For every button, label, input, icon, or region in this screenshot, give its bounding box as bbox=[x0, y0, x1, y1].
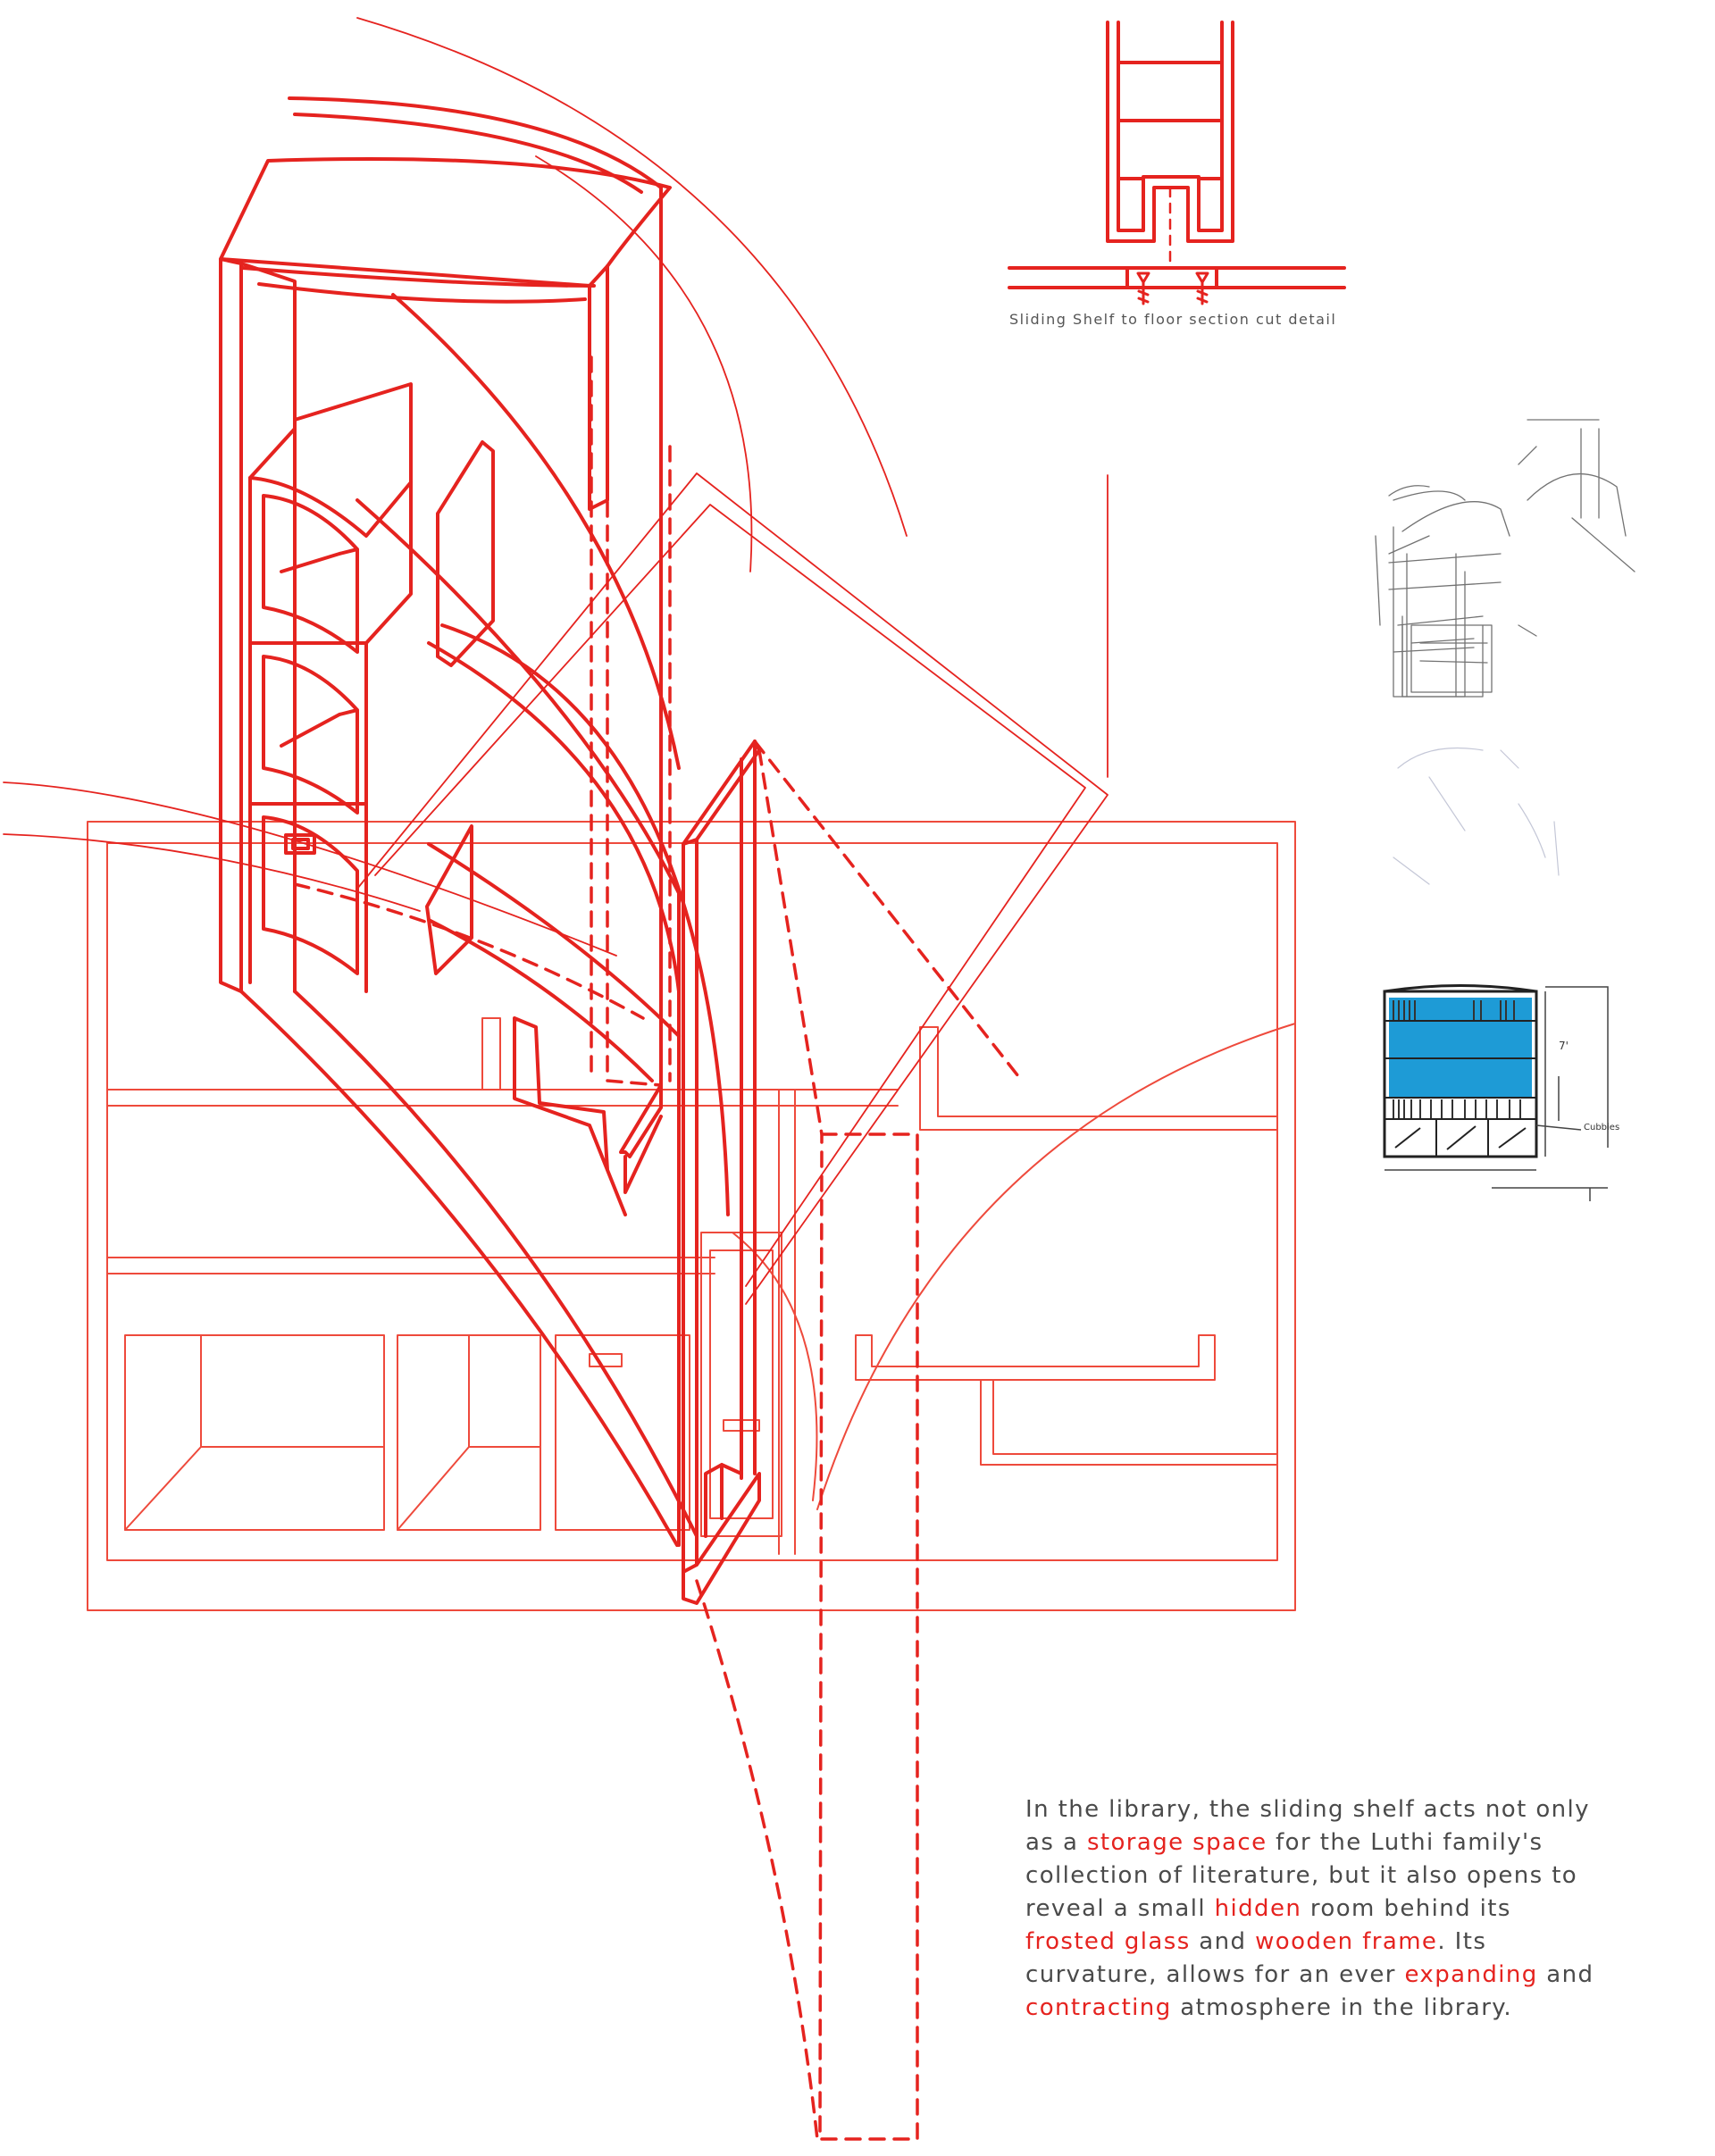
lower-plank-edge bbox=[513, 1016, 627, 1216]
sketch-height-label: 7' bbox=[1559, 1040, 1569, 1052]
cubby-top bbox=[248, 476, 413, 538]
pencil-sketch-upper bbox=[1375, 419, 1636, 698]
description-text: and bbox=[1537, 1961, 1594, 1988]
vertical-divider-1 bbox=[778, 1089, 796, 1555]
section-screws bbox=[1136, 272, 1209, 305]
section-detail-caption: Sliding Shelf to floor section cut detai… bbox=[1009, 311, 1337, 328]
sketch-books bbox=[1393, 1000, 1521, 1118]
glass-panel-right bbox=[740, 740, 757, 1480]
cubby-2 bbox=[262, 655, 359, 815]
glass-panel-top bbox=[682, 740, 761, 846]
bench-leg-line bbox=[980, 1379, 1278, 1466]
shelf-plank-upper bbox=[436, 440, 495, 667]
plan-band-top bbox=[106, 1089, 899, 1107]
cabinet-box-3 bbox=[555, 1334, 690, 1531]
dashed-diagonal bbox=[753, 740, 1020, 1136]
cabinet-box-1 bbox=[124, 1334, 385, 1531]
plan-band-middle bbox=[106, 1257, 715, 1274]
section-shelves bbox=[1117, 61, 1224, 180]
sketch-upper-base bbox=[1401, 624, 1484, 698]
cubby-3 bbox=[262, 815, 359, 975]
description-text: and bbox=[1190, 1928, 1256, 1955]
shelf-left-side bbox=[219, 257, 243, 993]
plan-step-right bbox=[919, 1026, 1278, 1131]
dashed-plank-link bbox=[606, 1079, 663, 1087]
description-paragraph: In the library, the sliding shelf acts n… bbox=[1025, 1793, 1606, 2025]
floating-plank bbox=[619, 1083, 663, 1194]
section-cut-detail bbox=[1008, 21, 1346, 305]
left-curve-b bbox=[3, 833, 421, 912]
shelf-top-cap bbox=[219, 157, 672, 288]
sketch-lower-unit bbox=[1401, 615, 1493, 698]
dashed-vertical-1 bbox=[590, 355, 609, 1082]
sliding-shelf-axonometric bbox=[219, 96, 761, 1605]
description-text: . Its curvature, allows for an ever bbox=[1025, 1928, 1487, 1988]
main-arc-outer bbox=[239, 990, 679, 1547]
swing-arc-large bbox=[816, 1023, 1296, 1510]
highlight-term: contracting bbox=[1025, 1994, 1172, 2021]
highlight-term: hidden bbox=[1214, 1895, 1302, 1922]
section-floor bbox=[1008, 266, 1346, 289]
main-arc-4 bbox=[391, 293, 681, 770]
shelf-plank-lower bbox=[425, 824, 473, 975]
sketch-blue-backing bbox=[1389, 998, 1532, 1098]
upper-sweep-1 bbox=[427, 641, 681, 993]
sketch-right-figure bbox=[1518, 419, 1636, 572]
upper-sweep-4 bbox=[427, 918, 654, 1082]
guide-linework bbox=[3, 17, 1108, 1305]
sketch-upper-shelves bbox=[1388, 553, 1502, 698]
cabinet-box-1-recess bbox=[124, 1334, 385, 1531]
plan-step-left bbox=[481, 1017, 501, 1091]
highlight-term: expanding bbox=[1404, 1961, 1538, 1988]
main-arc-inner bbox=[293, 990, 699, 1538]
hidden-dashed-lines bbox=[293, 355, 1020, 2141]
highlight-term: storage space bbox=[1086, 1829, 1267, 1856]
bookshelf-sketch: 7' Cubbies bbox=[1383, 984, 1619, 1201]
section-wall-inner bbox=[1117, 21, 1224, 232]
cubby-1 bbox=[262, 494, 359, 654]
description-text: In the library, the sliding shelf acts n… bbox=[1025, 1796, 1590, 1856]
cubby-lock bbox=[284, 833, 316, 855]
sketch-cabinet-doors bbox=[1385, 1119, 1536, 1157]
description-text: room behind its bbox=[1301, 1895, 1511, 1922]
top-arc-2 bbox=[293, 113, 643, 194]
bench-outline bbox=[855, 1334, 1216, 1381]
dashed-left-sweep bbox=[293, 882, 645, 1020]
faint-sketch-lines bbox=[1393, 747, 1560, 885]
diagonal-guide-1 bbox=[356, 472, 1108, 1305]
right-post bbox=[588, 186, 663, 1109]
cabinet-box-2-recess bbox=[397, 1334, 541, 1531]
top-arc-right bbox=[356, 17, 908, 537]
shelf-top-inner-curve bbox=[241, 266, 596, 288]
description-text: atmosphere in the library. bbox=[1171, 1994, 1513, 2021]
sketch-shelf-lines bbox=[1385, 1020, 1536, 1120]
cabinet-handle bbox=[589, 1353, 623, 1367]
main-arc-3 bbox=[356, 498, 681, 1547]
top-arc-1 bbox=[288, 96, 663, 189]
sketch-dimension-lines bbox=[1385, 986, 1609, 1201]
highlight-term: frosted glass bbox=[1025, 1928, 1191, 1955]
inner-arc bbox=[535, 155, 753, 572]
dashed-box-bottom bbox=[818, 1132, 919, 2141]
highlight-term: wooden frame bbox=[1255, 1928, 1438, 1955]
upper-sweep-2 bbox=[440, 623, 730, 1216]
sketch-frame-top bbox=[1384, 984, 1537, 993]
shelf-top-inner-curve-2 bbox=[257, 282, 587, 304]
description-text: for the Luthi family's collection of lit… bbox=[1025, 1829, 1578, 1922]
panel-base bbox=[682, 1472, 761, 1605]
upper-sweep-3 bbox=[427, 842, 681, 1038]
plan-inner-frame bbox=[106, 842, 1278, 1561]
left-curve-a bbox=[3, 781, 617, 957]
dashed-arc-left bbox=[695, 1579, 819, 2141]
plan-outer-frame bbox=[87, 821, 1296, 1611]
swing-arc-small bbox=[732, 1232, 818, 1501]
sketch-side-label: Cubbies bbox=[1584, 1123, 1619, 1132]
pencil-sketch-faint bbox=[1393, 747, 1560, 885]
floor-plan-linework bbox=[87, 821, 1296, 1611]
panel-base-foot bbox=[704, 1463, 743, 1538]
cubby-column bbox=[248, 382, 413, 993]
sketch-scribbles bbox=[1375, 485, 1537, 637]
